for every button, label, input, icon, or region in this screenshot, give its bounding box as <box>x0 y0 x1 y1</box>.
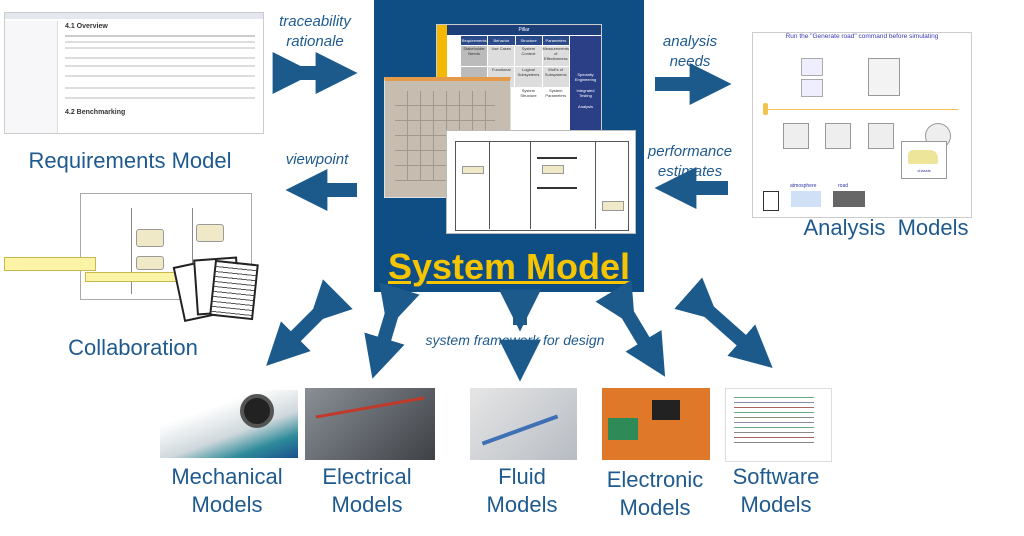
matrix-cell: Measurements of Effectiveness <box>542 46 569 66</box>
viewpoint-label: viewpoint <box>285 151 349 168</box>
pillar-header: Pillar <box>447 25 601 35</box>
chassis-label: chassis <box>917 168 931 173</box>
requirements-model-screenshot: 4.1 Overview 4.2 Benchmarking <box>4 12 264 134</box>
analysis-model-screenshot: Run the "Generate road" command before s… <box>752 32 972 218</box>
matrix-cell: System Structure <box>515 88 542 102</box>
activity-diagram-screenshot <box>446 130 636 234</box>
matrix-cell: Use Cases <box>488 46 515 66</box>
electrical-arrow <box>364 282 420 379</box>
side-cell: Specialty Engineering <box>574 72 597 82</box>
matrix-cell: System Parameters <box>542 88 569 102</box>
system-model-title: System Model <box>387 246 631 287</box>
requirements-model-label: Requirements Model <box>28 148 232 173</box>
fluid-model-image <box>470 388 577 460</box>
matrix-cell: Stakeholder Needs <box>461 46 488 66</box>
column-header: Structure <box>515 36 542 45</box>
label-line: Models <box>619 495 691 520</box>
electrical-model-image <box>305 388 435 460</box>
system-model-panel: Pillar Requirements Behavior Structure P… <box>374 0 644 292</box>
label-line: Models <box>486 492 558 517</box>
collaboration-label: Collaboration <box>68 335 198 360</box>
column-header: Parameters <box>542 36 569 45</box>
label-line: Electrical <box>322 464 412 489</box>
software-arrow <box>674 277 773 369</box>
matrix-cell: Logical Subsystems <box>515 67 542 87</box>
mechanical-model-image <box>160 390 298 458</box>
road-label: road <box>838 183 849 189</box>
benchmarking-heading: 4.2 Benchmarking <box>65 109 126 116</box>
column-header: Behavior <box>488 36 515 45</box>
mechanical-arrow <box>266 279 353 366</box>
atmosphere-label: atmosphere <box>790 183 817 189</box>
label-line: Models <box>191 492 263 517</box>
traceability-label: traceability rationale <box>279 13 351 50</box>
label-line: Models <box>740 492 812 517</box>
analysis-caption: Run the "Generate road" command before s… <box>785 33 939 40</box>
label-line: Mechanical <box>171 464 283 489</box>
electronic-arrow <box>595 279 666 377</box>
label-line: Fluid <box>498 464 546 489</box>
label-line: Electronic <box>606 467 704 492</box>
matrix-cell: MoEs of Subsystems <box>542 67 569 87</box>
label-line: Software <box>732 464 820 489</box>
side-cell: Analysis <box>578 104 593 109</box>
analysis-models-label: Analysis Models <box>803 215 969 240</box>
comment-note <box>4 257 96 271</box>
side-cell: Integrated Testing <box>576 88 595 98</box>
software-model-image <box>725 388 832 462</box>
label-line: Models <box>331 492 403 517</box>
overview-heading: 4.1 Overview <box>65 23 108 30</box>
matrix-cell: System Context <box>515 46 542 66</box>
column-header: Requirements <box>461 36 488 45</box>
electronic-model-image <box>602 388 710 460</box>
